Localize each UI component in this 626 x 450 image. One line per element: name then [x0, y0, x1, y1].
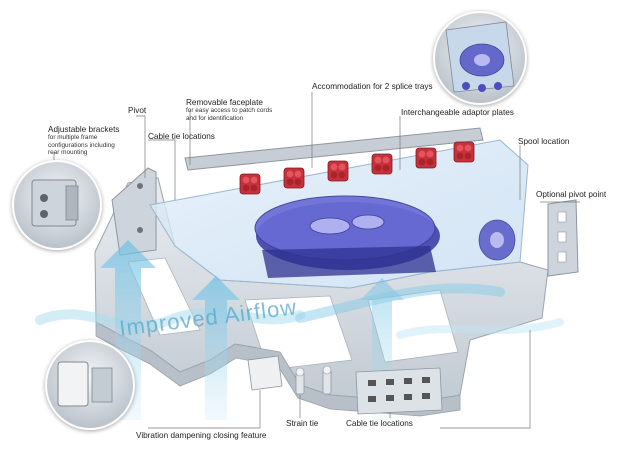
inset-bracket-detail [12, 160, 102, 250]
cable-tie-plate [355, 367, 443, 415]
label-adjustable-brackets: Adjustable brackets for multiple frame c… [48, 125, 120, 157]
label-pivot: Pivot [128, 106, 147, 115]
label-splice-trays: Accommodation for 2 splice trays [312, 82, 433, 91]
inset-closing-detail [45, 340, 135, 430]
adapter [327, 160, 349, 182]
label-cable-tie-top: Cable tie locations [148, 132, 215, 141]
airflow-arrows [35, 240, 564, 420]
adapter [415, 147, 437, 169]
inset-spool-detail [433, 11, 527, 105]
label-spool-location: Spool location [518, 137, 570, 146]
leader-lines [53, 92, 580, 429]
adapter [453, 141, 475, 163]
adapter [283, 167, 305, 189]
adapter [239, 173, 261, 195]
faceplate [184, 127, 484, 171]
dampening-block [247, 355, 283, 391]
adapter-row [239, 141, 475, 195]
label-strain-tie: Strain tie [286, 419, 319, 428]
splice-tray [254, 195, 440, 278]
label-cable-tie-bottom: Cable tie locations [346, 419, 413, 428]
label-removable-faceplate: Removable faceplate for easy access to p… [186, 98, 273, 122]
adapter [371, 153, 393, 175]
label-adaptor-plates: Interchangeable adaptor plates [401, 108, 514, 117]
strain-ties [295, 365, 332, 395]
right-bracket [547, 199, 579, 277]
label-vibration-dampening: Vibration dampening closing feature [136, 431, 267, 440]
left-bracket [111, 167, 157, 256]
spool [478, 219, 516, 261]
label-optional-pivot: Optional pivot point [536, 190, 607, 199]
